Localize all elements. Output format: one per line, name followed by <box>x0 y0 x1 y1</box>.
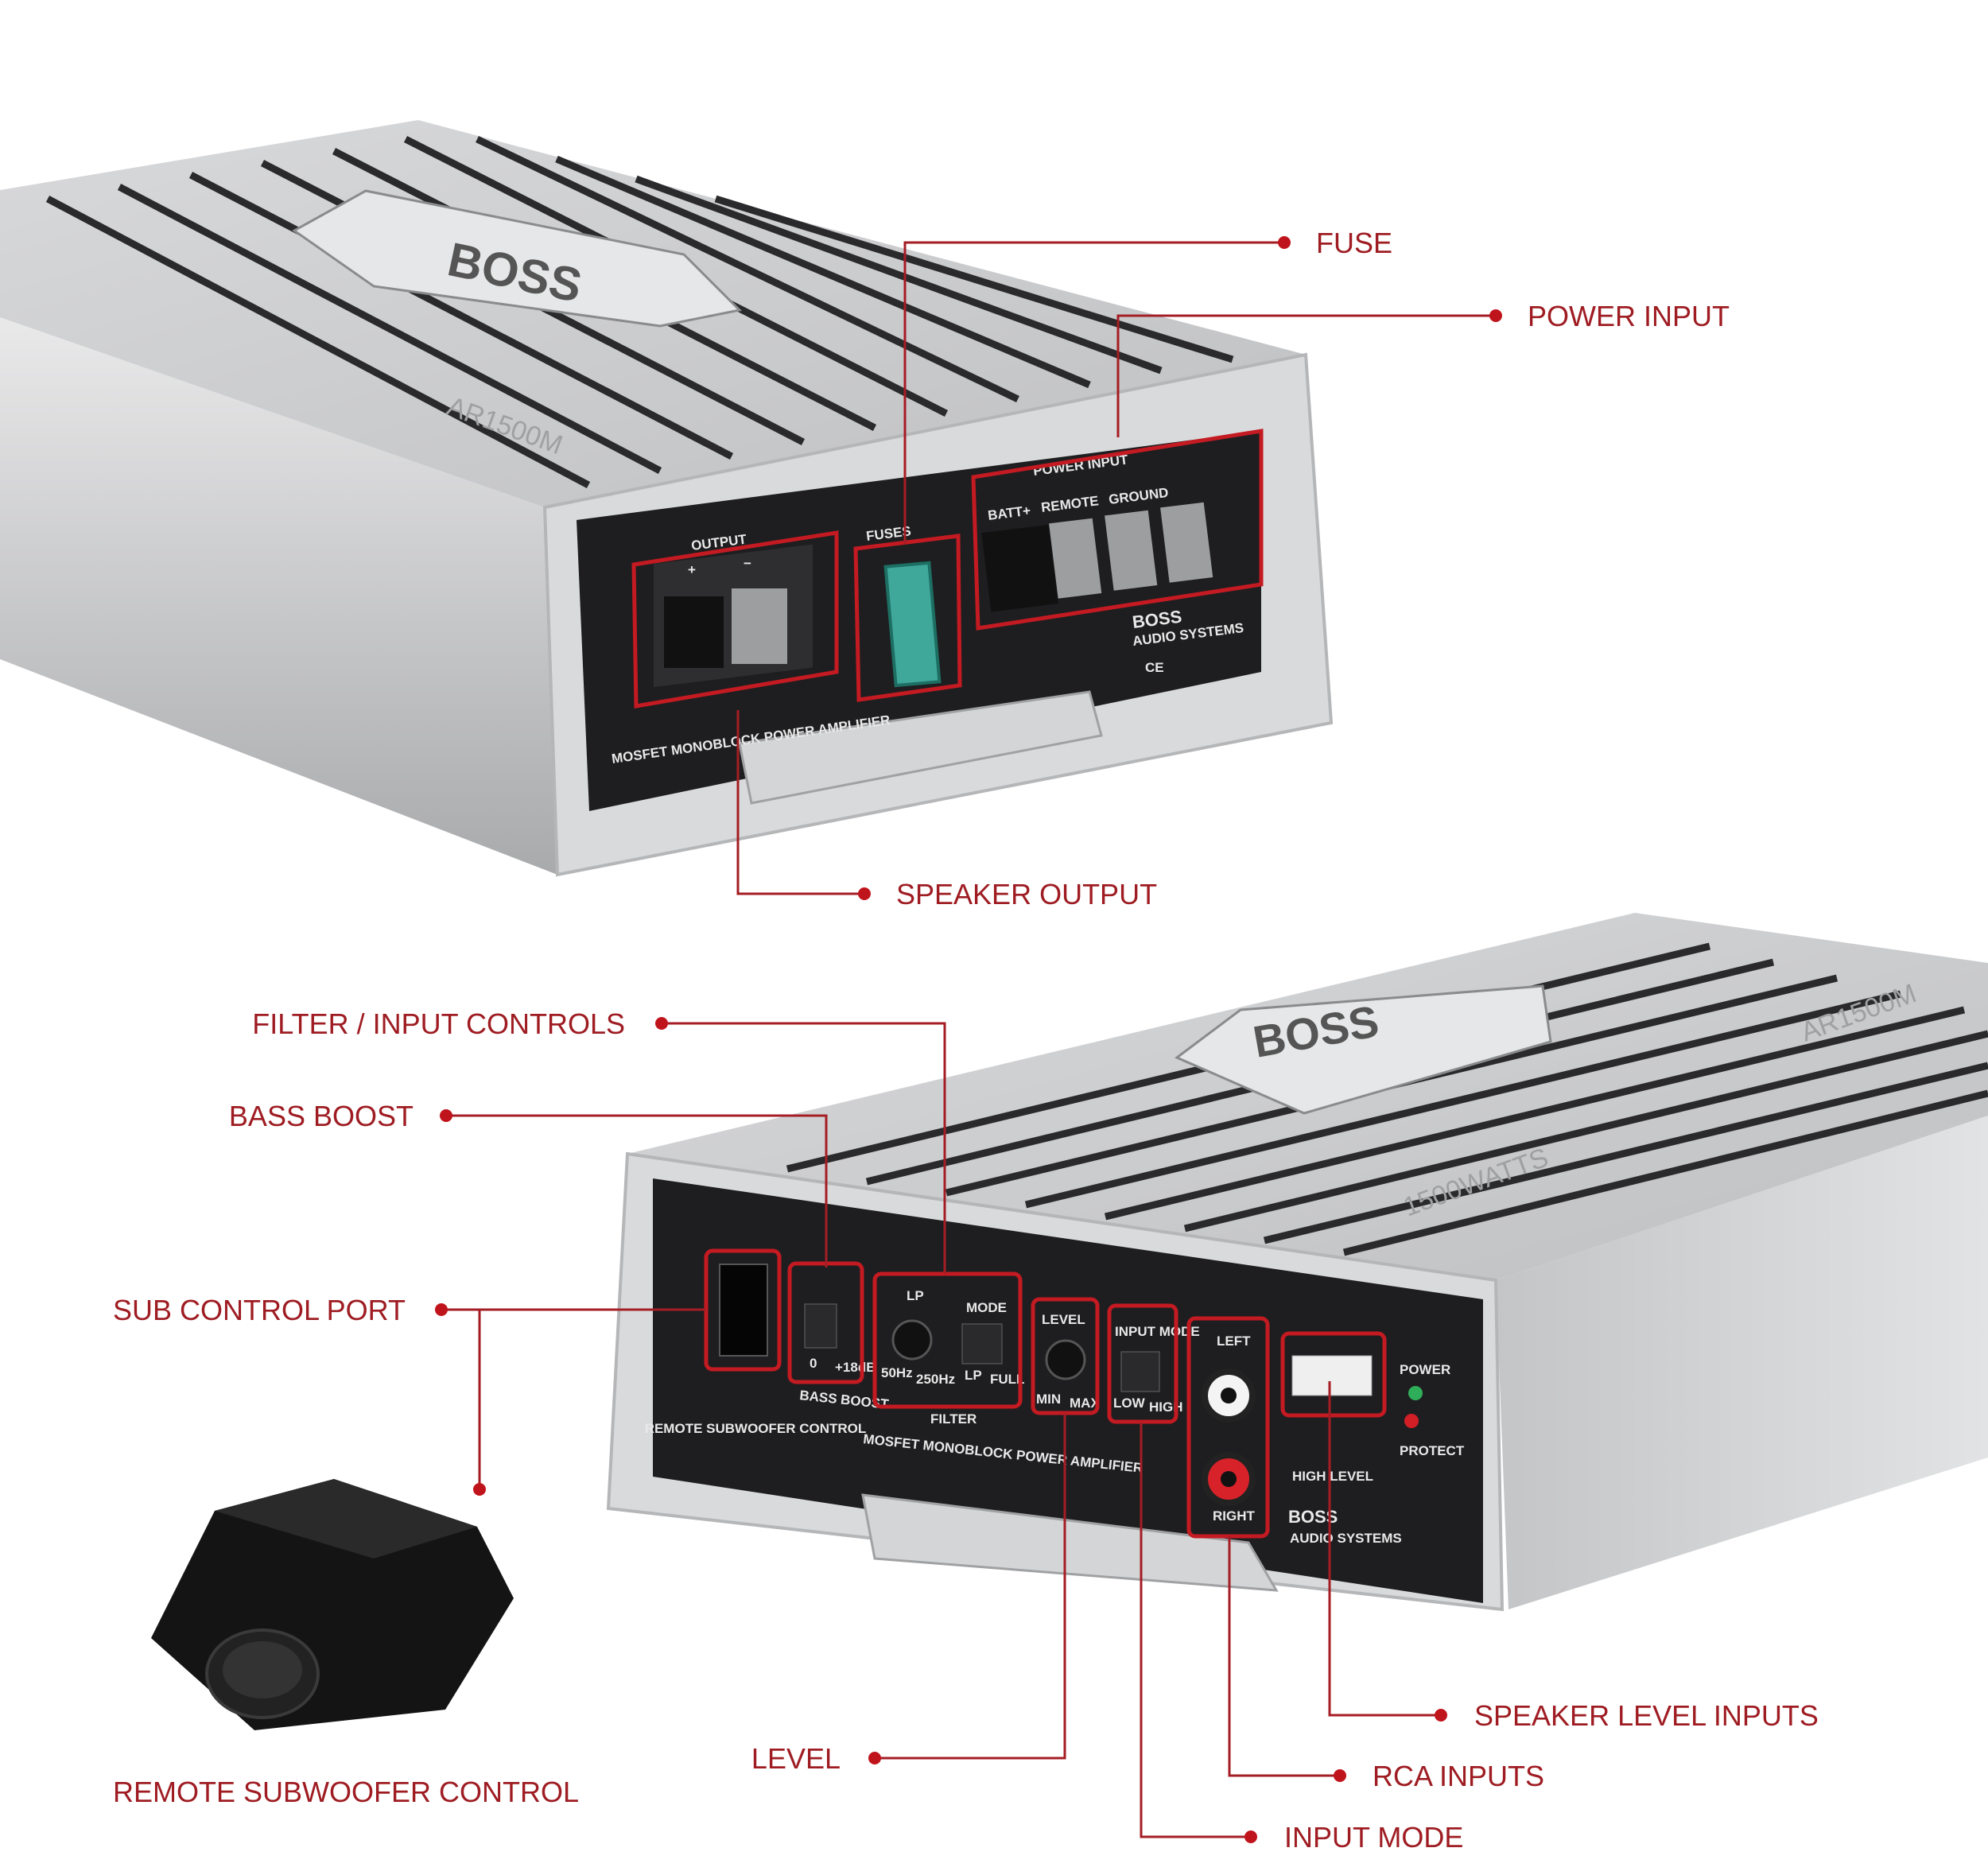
level-knob <box>1045 1339 1086 1380</box>
callout-level: LEVEL <box>751 1742 841 1775</box>
lp-label: LP <box>907 1288 924 1303</box>
hz250-label: 250Hz <box>916 1372 955 1387</box>
boss-badge <box>1175 984 1552 1115</box>
sub-control-port-icon <box>719 1264 768 1357</box>
boss-badge <box>292 189 743 328</box>
rca-left-hole <box>1221 1388 1237 1403</box>
high-level-label: HIGH LEVEL <box>1292 1469 1373 1484</box>
input-mode-label: INPUT MODE <box>1115 1324 1200 1339</box>
output-plus: + <box>688 562 696 577</box>
speaker-level-highlight <box>1280 1331 1387 1418</box>
fuse-highlight <box>853 534 962 702</box>
filter-highlight <box>872 1271 1023 1409</box>
speaker-output-highlight <box>631 530 839 708</box>
bottom-panel-logo-sub: AUDIO SYSTEMS <box>1290 1531 1402 1546</box>
output-minus: − <box>744 556 751 571</box>
min-label: MIN <box>1036 1392 1061 1407</box>
fuse-icon <box>883 561 942 688</box>
bass-boost-switch <box>804 1303 837 1349</box>
power-led <box>1408 1386 1423 1400</box>
mode-lp-label: LP <box>965 1368 982 1383</box>
bb-0-label: 0 <box>810 1356 817 1371</box>
mode-switch <box>961 1323 1003 1365</box>
cert-mark: CE <box>1145 660 1164 675</box>
callout-speaker-output: SPEAKER OUTPUT <box>896 878 1157 910</box>
callout-bass-boost: BASS BOOST <box>229 1100 414 1132</box>
bottom-amplifier: BOSS 1500WATTS AR1500M REMOTE SUBWOOFER … <box>606 913 1988 1612</box>
protect-led-label: PROTECT <box>1400 1443 1465 1458</box>
input-mode-highlight <box>1107 1303 1178 1424</box>
power-input-highlight <box>971 429 1264 631</box>
max-label: MAX <box>1070 1396 1100 1411</box>
remote-sub-label: REMOTE SUBWOOFER CONTROL <box>645 1421 867 1436</box>
speaker-output-terminal: OUTPUT + − <box>654 532 813 688</box>
right-label: RIGHT <box>1213 1508 1256 1524</box>
callout-remote-subwoofer-control: REMOTE SUBWOOFER CONTROL <box>113 1776 579 1808</box>
top-amplifier: BOSS AR1500M OUTPUT + − FUSES POWER INPU… <box>0 120 1334 877</box>
filter-label: FILTER <box>930 1411 977 1427</box>
bb-18-label: +18dB <box>835 1360 876 1375</box>
input-mode-switch <box>1120 1351 1160 1392</box>
top-amp-handle <box>738 690 1103 805</box>
callout-filter-input-controls: FILTER / INPUT CONTROLS <box>252 1007 625 1040</box>
callout-sub-control-port: SUB CONTROL PORT <box>113 1294 406 1326</box>
hz50-label: 50Hz <box>881 1365 913 1380</box>
callout-speaker-level-inputs: SPEAKER LEVEL INPUTS <box>1474 1699 1819 1732</box>
speaker-level-connector <box>1291 1355 1373 1396</box>
callout-fuse: FUSE <box>1316 227 1392 259</box>
lp-knob <box>891 1319 933 1361</box>
low-label: LOW <box>1113 1396 1146 1411</box>
callout-rca-inputs: RCA INPUTS <box>1373 1760 1544 1792</box>
power-led-label: POWER <box>1400 1362 1450 1377</box>
callouts: FUSE POWER INPUT SPEAKER OUTPUT FILTER /… <box>113 227 1819 1854</box>
rca-right-hole <box>1221 1471 1237 1487</box>
remote-subwoofer-control-device <box>151 1479 514 1730</box>
bottom-amp-handle <box>861 1493 1279 1592</box>
protect-led <box>1404 1414 1419 1428</box>
callout-input-mode: INPUT MODE <box>1284 1821 1463 1854</box>
top-amp-side-face <box>0 317 557 875</box>
left-label: LEFT <box>1217 1333 1251 1349</box>
callout-power-input: POWER INPUT <box>1528 300 1730 332</box>
mode-full-label: FULL <box>990 1372 1024 1387</box>
mode-label: MODE <box>966 1300 1007 1315</box>
level-label: LEVEL <box>1042 1312 1085 1327</box>
